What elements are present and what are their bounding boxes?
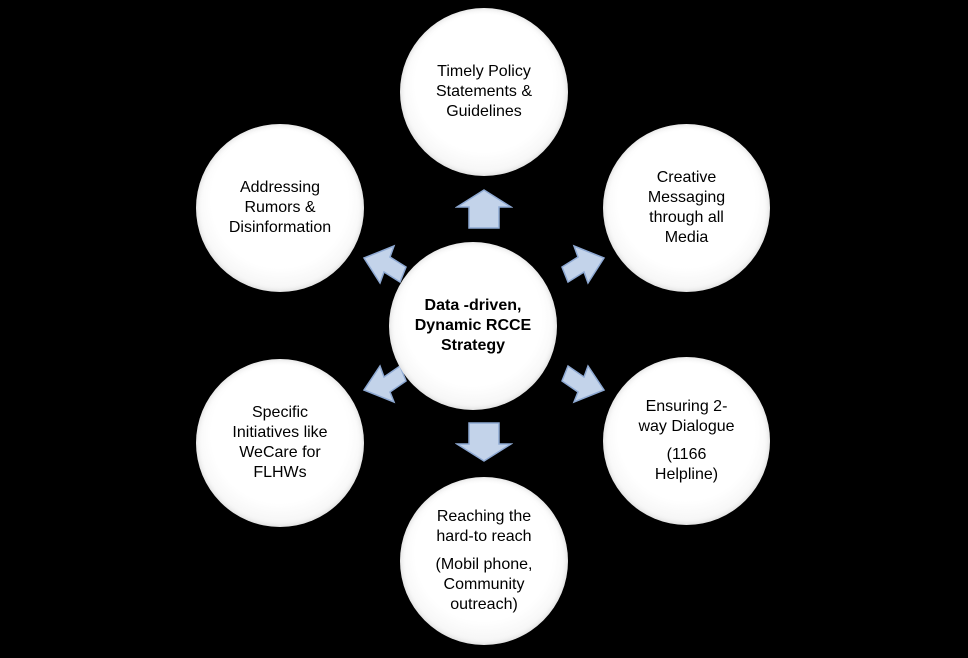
node-label-line: Addressing <box>239 179 321 196</box>
node-label-line: Creative <box>656 169 717 186</box>
node-label-line: Disinformation <box>228 219 332 236</box>
node-addressing-rumors: Addressing Rumors & Disinformation <box>196 124 364 292</box>
node-note-line: Helpline) <box>654 466 719 483</box>
node-label-line: WeCare for <box>239 444 321 461</box>
node-note-line: (1166 <box>666 446 707 463</box>
node-label-line: Guidelines <box>446 103 522 120</box>
arrow-upper-right-icon <box>561 244 606 285</box>
node-hard-to-reach: Reaching the hard-to reach (Mobil phone,… <box>400 477 568 645</box>
center-label-line: Dynamic RCCE <box>414 317 532 334</box>
node-label-line: FLHWs <box>253 464 307 481</box>
node-label-line: Media <box>664 229 709 246</box>
arrow-lower-right-icon <box>561 364 606 404</box>
node-center-strategy: Data -driven, Dynamic RCCE Strategy <box>389 242 557 410</box>
node-label-line: Specific <box>251 404 309 421</box>
node-note-line: outreach) <box>450 596 518 613</box>
node-creative-messaging: Creative Messaging through all Media <box>603 124 770 292</box>
node-label-line: Timely Policy <box>437 63 531 80</box>
node-label-line: hard-to reach <box>436 528 532 545</box>
arrow-up-icon <box>455 189 513 229</box>
node-note-line: (Mobil phone, <box>435 556 533 573</box>
node-label-line: Initiatives like <box>232 424 328 441</box>
node-label-line: Statements & <box>435 83 533 100</box>
arrow-upper-left-icon <box>362 244 407 285</box>
node-label-line: way Dialogue <box>638 418 735 435</box>
node-label-line: Reaching the <box>436 508 532 525</box>
node-label-line: through all <box>649 209 724 226</box>
node-note-line: Community <box>443 576 525 593</box>
arrow-down-icon <box>455 422 513 462</box>
center-label-line: Data -driven, <box>424 297 522 314</box>
node-policy-statements: Timely Policy Statements & Guidelines <box>400 8 568 176</box>
node-specific-initiatives: Specific Initiatives like WeCare for FLH… <box>196 359 364 527</box>
node-label-line: Rumors & <box>244 199 316 216</box>
node-label-line: Ensuring 2- <box>645 398 728 415</box>
node-two-way-dialogue: Ensuring 2- way Dialogue (1166 Helpline) <box>603 357 770 525</box>
node-label-line: Messaging <box>647 189 726 206</box>
center-label-line: Strategy <box>440 337 506 354</box>
